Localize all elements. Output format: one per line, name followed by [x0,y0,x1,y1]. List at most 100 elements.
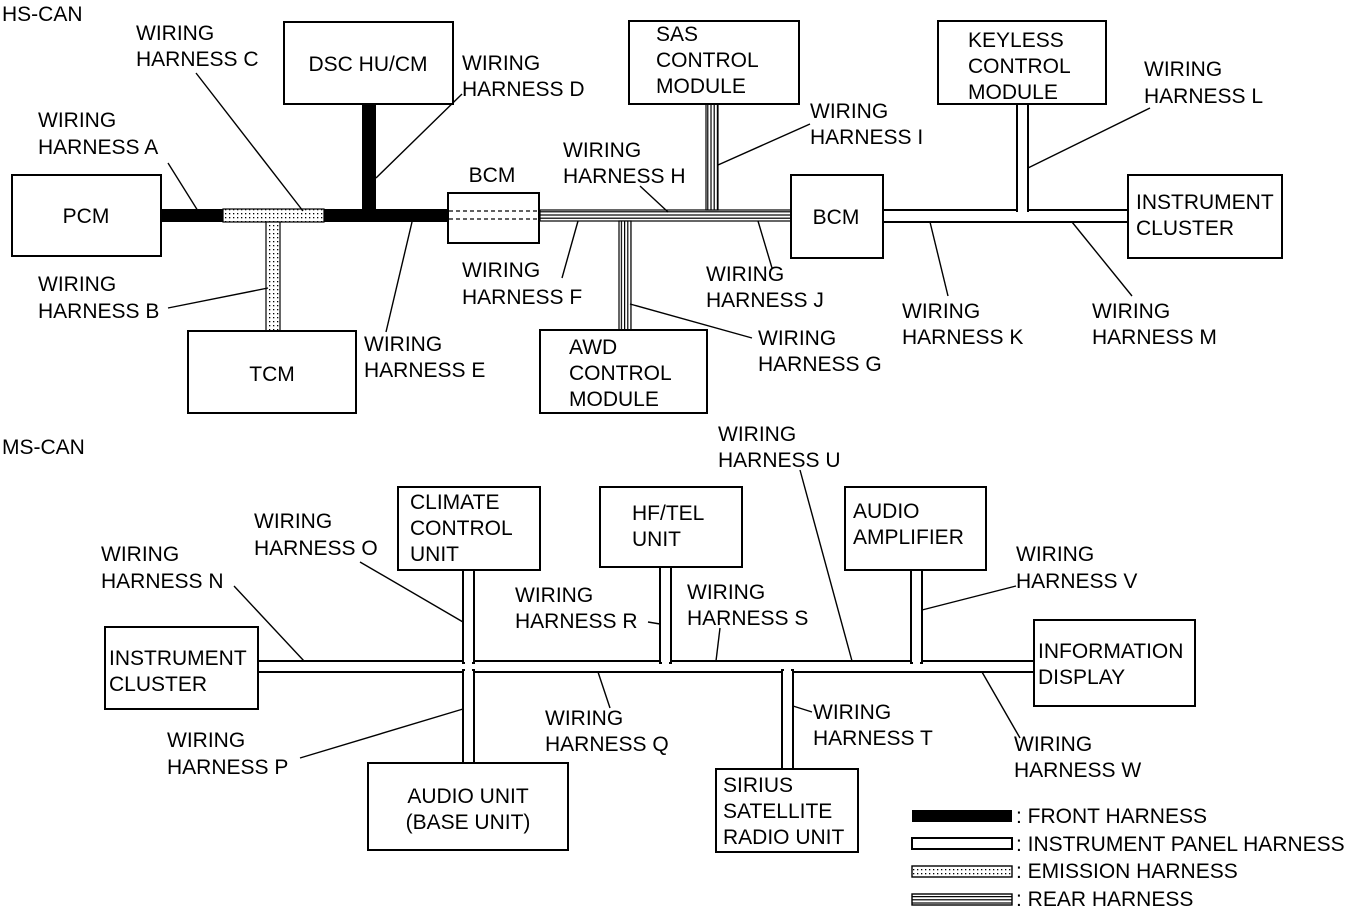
module-sas: SAS CONTROL MODULE [628,20,800,105]
harness-j-line2: HARNESS J [706,289,824,312]
harness-l-line2: HARNESS L [1144,85,1263,108]
harness-r-line1: WIRING [515,584,593,607]
front-harness-pcm [161,209,223,222]
harness-a-line1: WIRING [38,109,116,132]
front-harness-main [324,209,448,222]
harness-g-line1: WIRING [758,327,836,350]
harness-v-line1: WIRING [1016,543,1094,566]
legend-swatch-front [912,810,1012,822]
module-pcm-label: PCM [63,205,110,228]
harness-f-line1: WIRING [462,259,540,282]
module-sirius-line2: SATELLITE [723,800,832,823]
harness-s-line2: HARNESS S [687,607,808,630]
emission-harness-main [222,208,325,223]
harness-label-l: WIRING HARNESS L [1144,58,1263,108]
harness-label-w: WIRING HARNESS W [1014,733,1141,782]
module-information-display: INFORMATION DISPLAY [1033,619,1196,707]
ip-harness-bcm-ic [882,209,1129,223]
ms-branch-climate [462,569,475,664]
harness-label-d: WIRING HARNESS D [462,52,585,101]
module-audio-amplifier: AUDIO AMPLIFIER [844,486,987,571]
module-audio-unit-line2: (BASE UNIT) [406,811,531,834]
rear-harness-awd [618,220,632,331]
module-sirius: SIRIUS SATELLITE RADIO UNIT [715,768,859,853]
harness-a-line2: HARNESS A [38,136,158,159]
harness-f-line2: HARNESS F [462,286,582,309]
module-keyless-line3: MODULE [968,81,1058,104]
harness-label-i: WIRING HARNESS I [810,100,923,149]
harness-t-line2: HARNESS T [813,727,933,750]
legend-label-instrument: : INSTRUMENT PANEL HARNESS [1016,833,1345,856]
ms-branch-amp [910,569,923,664]
module-ic-ms-line2: CLUSTER [109,673,207,696]
harness-s-line1: WIRING [687,581,765,604]
module-ic-hs-line2: CLUSTER [1136,217,1234,240]
ms-branch-sirius [781,669,794,770]
harness-q-line1: WIRING [545,707,623,730]
module-awd-line3: MODULE [569,388,659,411]
module-ic-ms-line1: INSTRUMENT [109,647,247,670]
legend-label-emission: : EMISSION HARNESS [1016,860,1238,883]
module-climate-line2: CONTROL [410,517,513,540]
harness-u-line1: WIRING [718,423,796,446]
ms-branch-audio [462,669,475,764]
module-pcm: PCM [11,174,162,257]
module-audio-unit-line1: AUDIO UNIT [407,785,529,808]
legend-swatch-instrument [911,837,1013,850]
module-hftel-line1: HF/TEL [632,502,704,525]
rear-harness-main [539,209,792,222]
harness-label-b: WIRING HARNESS B [38,273,159,323]
module-amp-line2: AMPLIFIER [853,526,964,549]
legend-label-rear: : REAR HARNESS [1016,888,1193,911]
module-awd: AWD CONTROL MODULE [539,329,708,414]
module-info-line2: DISPLAY [1038,666,1125,689]
ms-branch-hftel [659,566,672,664]
harness-label-g: WIRING HARNESS G [758,327,882,376]
harness-q-line2: HARNESS Q [545,733,669,756]
harness-label-c: WIRING HARNESS C [136,22,259,71]
harness-b-line1: WIRING [38,273,116,296]
harness-label-k: WIRING HARNESS K [902,300,1023,349]
module-ic-hs-line1: INSTRUMENT [1136,191,1274,214]
front-harness-dsc [362,104,376,214]
module-sirius-line3: RADIO UNIT [723,826,845,849]
legend-label-front: : FRONT HARNESS [1016,805,1207,828]
harness-label-e: WIRING HARNESS E [364,333,485,382]
harness-label-n: WIRING HARNESS N [101,543,224,593]
harness-w-line2: HARNESS W [1014,759,1141,782]
module-awd-line2: CONTROL [569,362,672,385]
module-bcm-label: BCM [813,206,860,229]
joint-1 [465,659,472,674]
harness-label-a: WIRING HARNESS A [38,109,158,159]
harness-label-t: WIRING HARNESS T [813,701,933,750]
harness-label-o: WIRING HARNESS O [254,510,378,560]
harness-d-line2: HARNESS D [462,78,585,101]
harness-g-line2: HARNESS G [758,353,882,376]
module-audio-unit: AUDIO UNIT (BASE UNIT) [367,762,569,851]
ms-can-title: MS-CAN [2,436,85,459]
module-instrument-cluster-ms: INSTRUMENT CLUSTER [104,626,259,710]
harness-label-j: WIRING HARNESS J [706,263,824,312]
harness-label-f: WIRING HARNESS F [462,259,582,309]
module-info-line1: INFORMATION [1038,640,1183,663]
ip-harness-keyless [1016,103,1029,212]
harness-c-line1: WIRING [136,22,214,45]
module-instrument-cluster-hs: INSTRUMENT CLUSTER [1127,174,1283,259]
harness-label-v: WIRING HARNESS V [1016,543,1137,593]
harness-k-line1: WIRING [902,300,980,323]
harness-p-line2: HARNESS P [167,756,288,779]
module-climate: CLIMATE CONTROL UNIT [397,486,541,571]
leader-lines [167,72,1151,759]
harness-k-line2: HARNESS K [902,326,1023,349]
module-bcm: BCM [790,174,884,259]
harness-o-line2: HARNESS O [254,537,378,560]
hs-can-title: HS-CAN [2,3,83,26]
harness-label-s: WIRING HARNESS S [687,581,808,630]
ip-harness-joint [1018,206,1027,212]
rear-harness-sas [705,103,719,211]
harness-i-line1: WIRING [810,100,888,123]
module-sas-line1: SAS [656,23,698,46]
harness-l-line1: WIRING [1144,58,1222,81]
harness-d-line1: WIRING [462,52,540,75]
hs-can-harnesses [161,103,1129,332]
